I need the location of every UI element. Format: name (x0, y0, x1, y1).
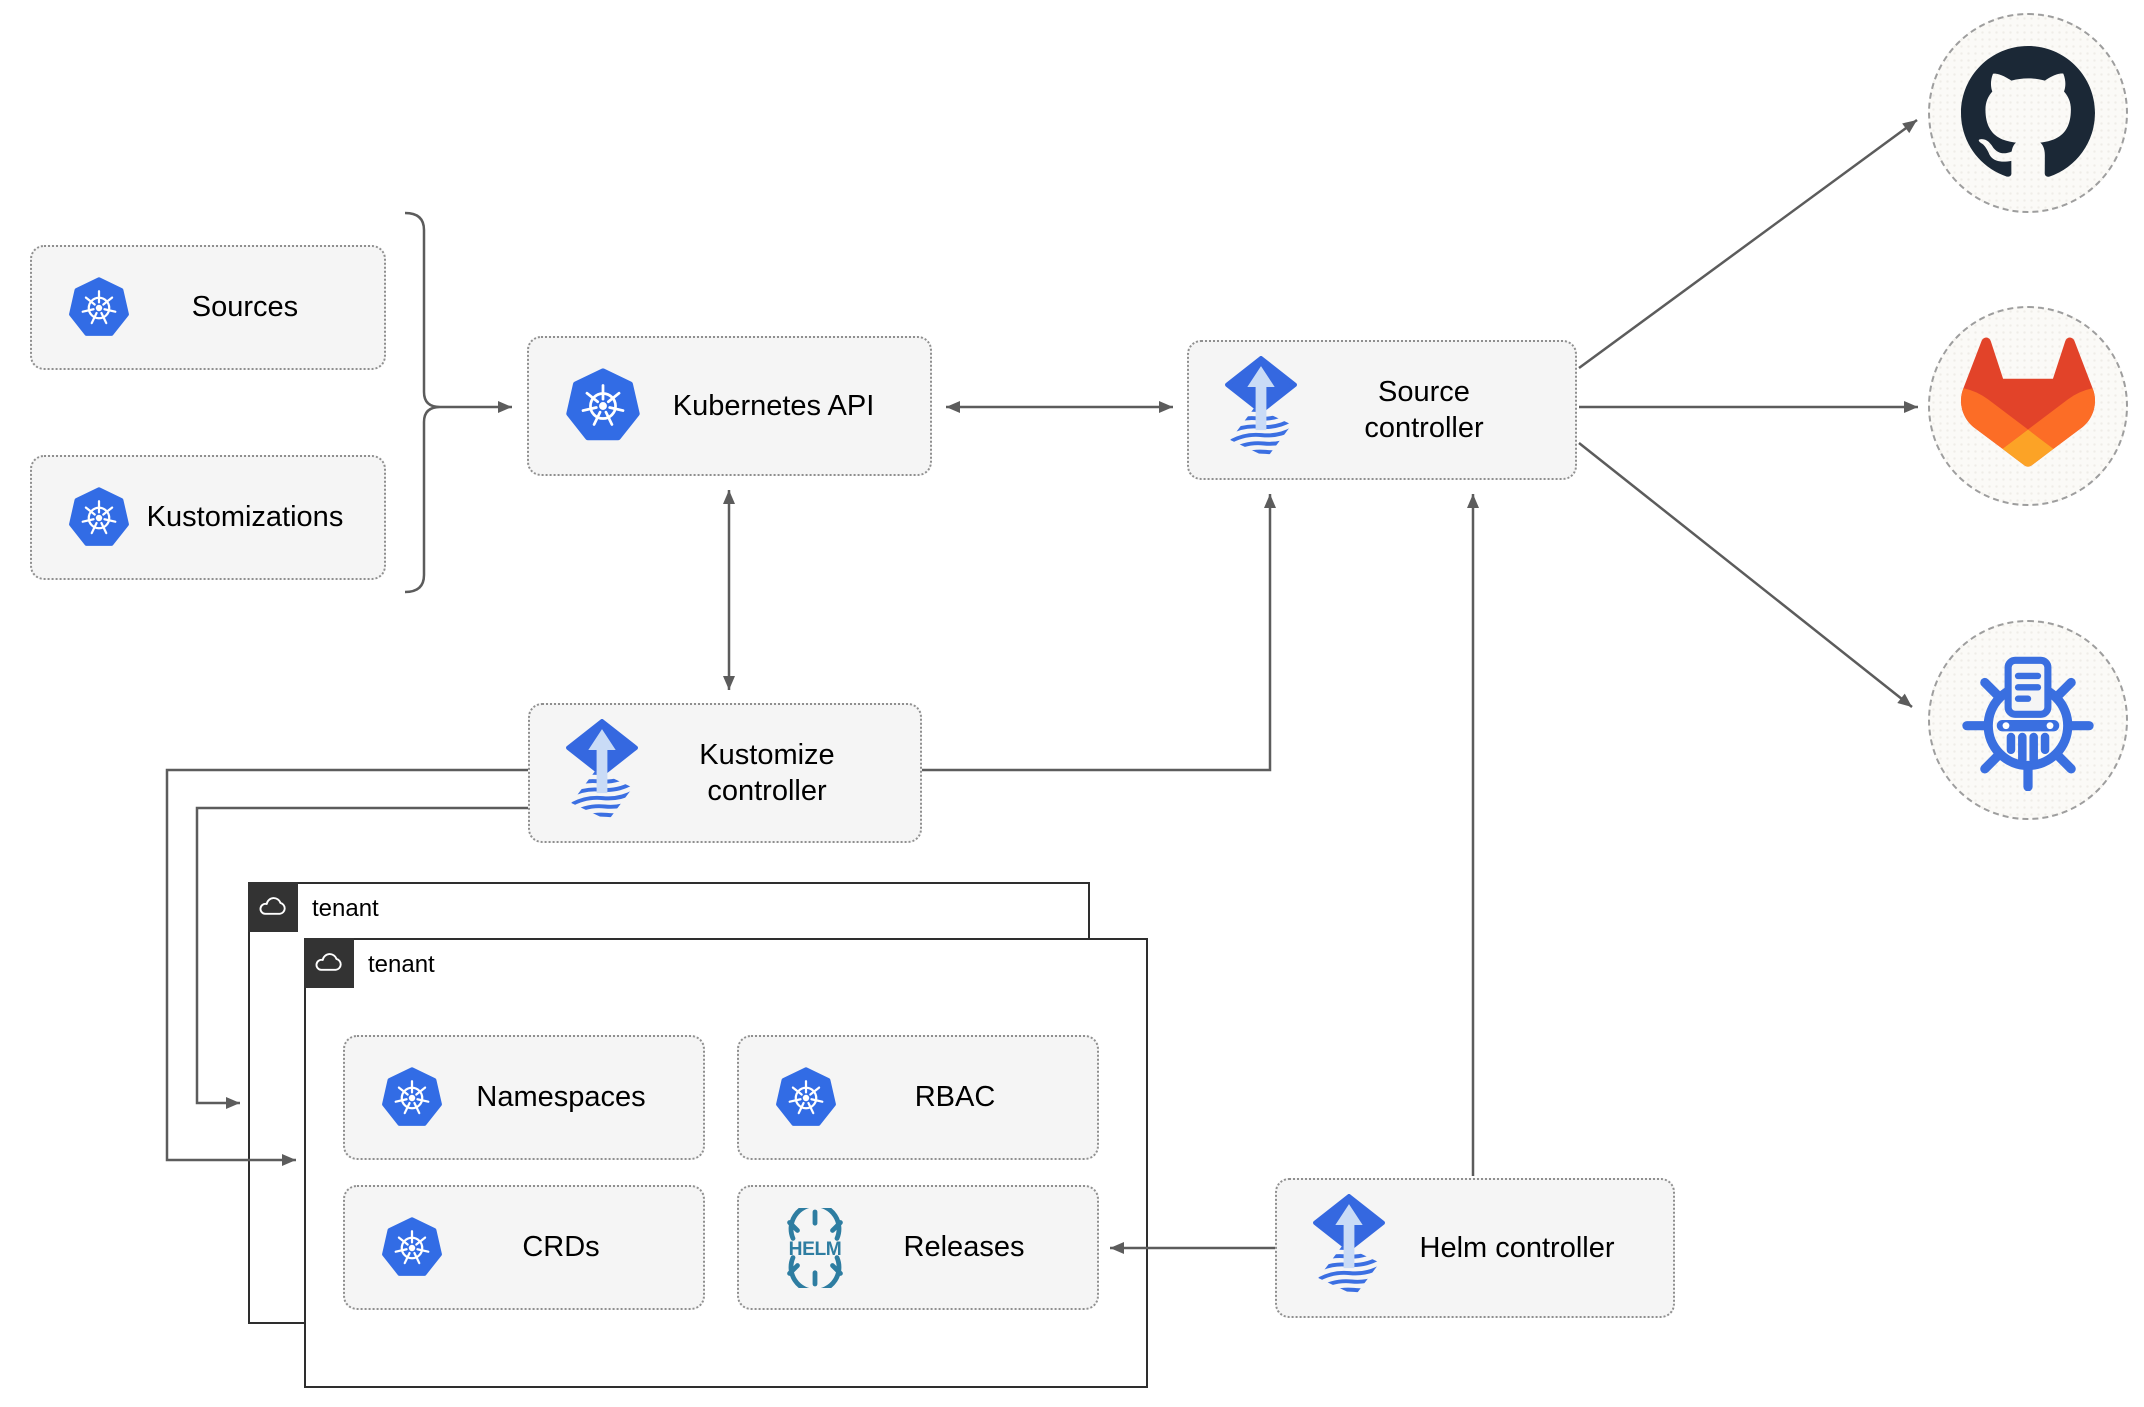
kubernetes-icon (381, 1067, 443, 1129)
node-label: Releases (903, 1231, 1025, 1264)
node-releases[interactable]: Releases (737, 1185, 1099, 1310)
tenant-label: tenant (368, 951, 435, 978)
node-namespaces[interactable]: Namespaces (343, 1035, 705, 1160)
node-kustomize-controller[interactable]: Kustomize controller (528, 703, 922, 843)
gitlab-icon (1953, 331, 2103, 481)
node-label: CRDs (522, 1231, 600, 1264)
flux-icon (566, 719, 638, 827)
chartmuseum-repository-icon (1957, 649, 2099, 791)
node-kustomizations[interactable]: Kustomizations (30, 455, 386, 580)
helm-icon (775, 1208, 855, 1288)
kubernetes-icon (381, 1217, 443, 1279)
flux-icon (1313, 1194, 1385, 1302)
github-icon (1961, 46, 2095, 180)
endpoint-gitlab[interactable] (1928, 306, 2128, 506)
endpoint-chartmuseum[interactable] (1928, 620, 2128, 820)
node-helm-controller[interactable]: Helm controller (1275, 1178, 1675, 1318)
node-rbac[interactable]: RBAC (737, 1035, 1099, 1160)
node-label: Namespaces (476, 1081, 646, 1114)
cloud-icon (247, 881, 298, 932)
kubernetes-icon (68, 277, 130, 339)
node-label: Kubernetes API (672, 389, 875, 422)
node-sources[interactable]: Sources (30, 245, 386, 370)
node-source-controller[interactable]: Source controller (1187, 340, 1577, 480)
brace-sources-group (404, 211, 441, 594)
node-label: Source controller (1364, 375, 1484, 444)
cloud-icon (303, 937, 354, 988)
kubernetes-icon (68, 487, 130, 549)
node-label: Kustomizations (146, 501, 344, 534)
node-label: Kustomize controller (699, 738, 835, 807)
kubernetes-icon (775, 1067, 837, 1129)
flux-icon (1225, 356, 1297, 464)
node-label: Sources (191, 291, 299, 324)
endpoint-github[interactable] (1928, 13, 2128, 213)
node-kubernetes-api[interactable]: Kubernetes API (527, 336, 932, 476)
kubernetes-icon (565, 368, 641, 444)
node-label: RBAC (914, 1081, 996, 1114)
node-label: Helm controller (1419, 1231, 1615, 1264)
tenant-label: tenant (312, 895, 379, 922)
node-crds[interactable]: CRDs (343, 1185, 705, 1310)
tenant-container-inner: tenant (303, 937, 1148, 1388)
